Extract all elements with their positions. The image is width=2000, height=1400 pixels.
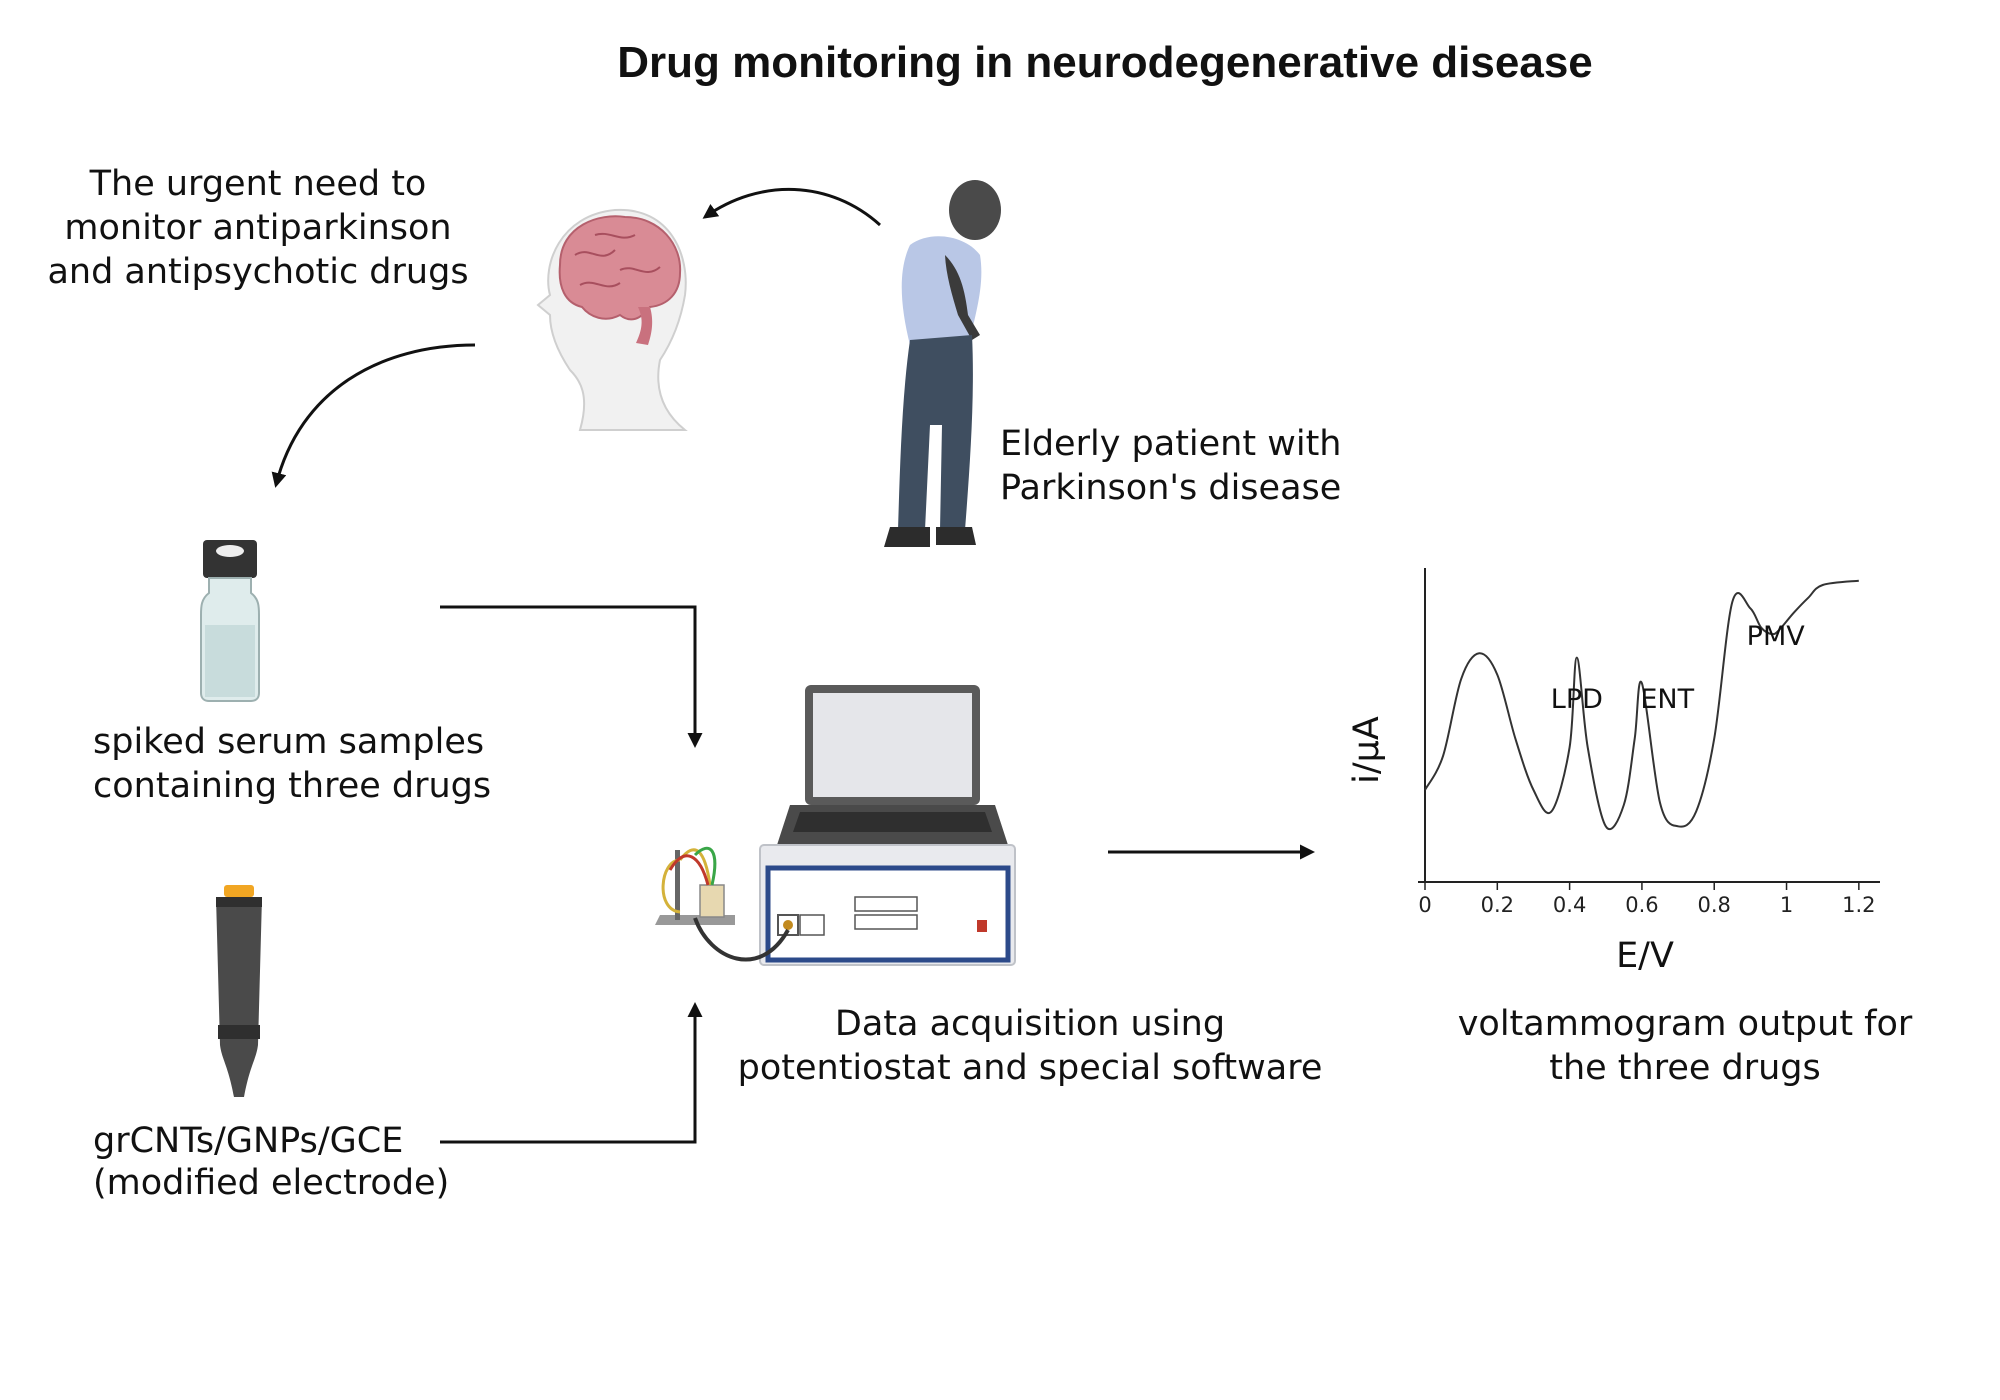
potentiostat-laptop-icon	[655, 685, 1016, 966]
x-tick-label: 0	[1418, 893, 1431, 917]
arrow-vial-to-potentiostat	[440, 605, 703, 748]
peak-label-pmv: PMV	[1747, 621, 1806, 652]
voltammogram-curve	[1424, 579, 1859, 831]
x-tick-label: 0.2	[1481, 893, 1514, 917]
patient-label: Elderly patient with Parkinson's disease	[1000, 424, 1342, 508]
x-tick-label: 0.6	[1625, 893, 1658, 917]
peak-label-ent: ENT	[1640, 684, 1694, 715]
peak-label-lpd: LPD	[1551, 684, 1603, 715]
x-tick-label: 0.8	[1698, 893, 1731, 917]
x-tick-label: 0.4	[1553, 893, 1586, 917]
urgent-need-label: The urgent need to monitor antiparkinson…	[47, 164, 469, 292]
x-axis-ticks: 0 0.2 0.4 0.6 0.8 1 1.2	[1418, 882, 1876, 917]
page-title: Drug monitoring in neurodegenerative dis…	[617, 38, 1593, 87]
brain-head-icon	[536, 208, 688, 431]
arrow-brain-to-vial	[271, 343, 476, 488]
elderly-patient-icon	[884, 180, 1001, 547]
output-label: voltammogram output for the three drugs	[1457, 1004, 1913, 1088]
arrow-patient-to-brain	[702, 187, 882, 227]
x-tick-label: 1	[1780, 893, 1793, 917]
x-tick-label: 1.2	[1842, 893, 1875, 917]
y-axis-title: i/μA	[1347, 716, 1387, 784]
sample-vial-icon	[200, 540, 260, 702]
electrode-label: grCNTs/GNPs/GCE (modified electrode)	[93, 1121, 450, 1203]
arrow-electrode-to-potentiostat	[440, 1002, 703, 1144]
samples-label: spiked serum samples containing three dr…	[93, 722, 492, 806]
x-axis-title: E/V	[1616, 936, 1674, 976]
acquisition-label: Data acquisition using potentiostat and …	[737, 1004, 1323, 1088]
peak-labels: LPD ENT PMV	[1551, 621, 1805, 715]
electrode-icon	[216, 885, 262, 1097]
